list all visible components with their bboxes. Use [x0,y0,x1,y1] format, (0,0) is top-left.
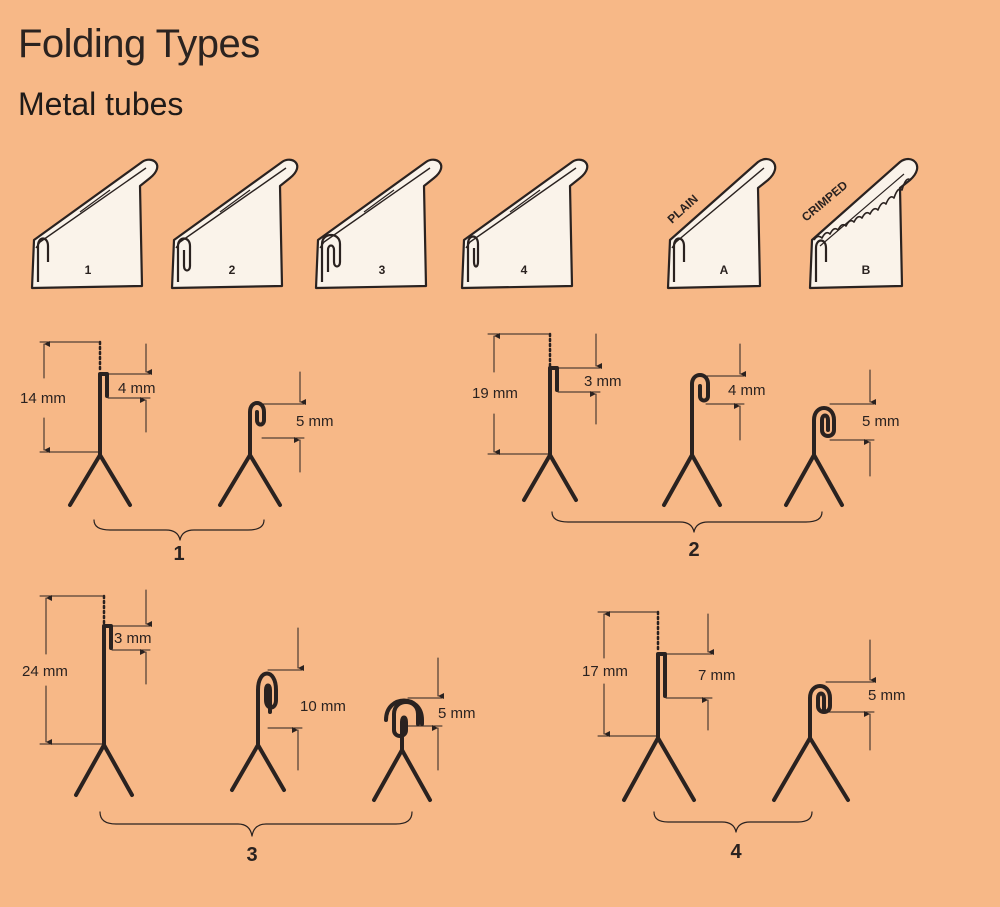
group-1-profiles [39,340,306,541]
group-4-profiles [597,610,876,833]
g3-step1-dim: 3 mm [114,630,152,647]
tube-b-crimped-illustration [808,157,919,290]
tube-1-label: 1 [85,263,92,277]
group-1-number: 1 [173,543,184,565]
group-2-profiles [487,332,876,533]
g3-step2-dim: 10 mm [300,698,346,715]
tube-1-illustration [30,158,159,290]
tube-2-label: 2 [229,263,236,277]
group-3-number: 3 [246,844,257,866]
g2-step2-dim: 4 mm [728,382,766,399]
g3-total-dim: 24 mm [22,663,68,680]
g1-step1-dim: 4 mm [118,380,156,397]
tube-3-illustration [314,158,443,290]
group-2-number: 2 [688,539,699,561]
tube-a-plain-illustration [666,157,777,290]
group-3-profiles [39,589,444,837]
tube-4-label: 4 [521,263,528,277]
g4-total-dim: 17 mm [582,663,628,680]
tube-2-illustration [170,158,299,290]
g2-total-dim: 19 mm [472,385,518,402]
g2-step3-dim: 5 mm [862,413,900,430]
g1-total-dim: 14 mm [20,390,66,407]
g4-step1-dim: 7 mm [698,667,736,684]
g3-step3-dim: 5 mm [438,705,476,722]
tube-4-illustration [460,158,589,290]
page-subtitle: Metal tubes [18,86,184,122]
tube-a-label: A [720,263,729,277]
group-4-number: 4 [730,841,742,863]
g2-step1-dim: 3 mm [584,373,622,390]
page-title: Folding Types [18,22,260,66]
g4-step2-dim: 5 mm [868,687,906,704]
g1-step2-dim: 5 mm [296,413,334,430]
tube-3-label: 3 [379,263,386,277]
tube-b-label: B [862,263,871,277]
